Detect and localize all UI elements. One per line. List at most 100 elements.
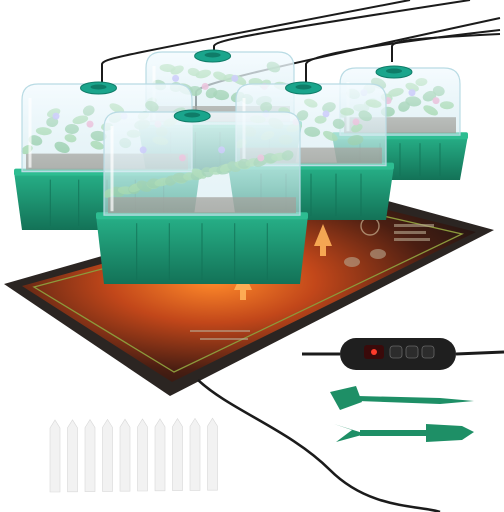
- seedling-leaf: [242, 126, 257, 137]
- seedling-leaf: [169, 81, 182, 93]
- seedling-leaf: [119, 137, 132, 149]
- seedling-leaf: [163, 118, 177, 127]
- seedling-leaf: [172, 174, 187, 184]
- seedling-leaf: [134, 119, 150, 130]
- seedling-leaf: [255, 95, 272, 107]
- fork-handle: [360, 430, 430, 436]
- seedling-tray: [138, 49, 302, 172]
- plant-label: [102, 418, 113, 492]
- seedling-leaf: [249, 115, 266, 124]
- seedling-leaf: [245, 158, 260, 167]
- mat-text-block: [394, 238, 430, 241]
- mat-text-block: [190, 330, 250, 332]
- seedling-leaf: [235, 139, 247, 149]
- grow-light-glow: [172, 74, 180, 82]
- seedling-leaf: [117, 186, 134, 195]
- mat-plant-mark: [370, 249, 386, 259]
- seedling-leaf: [380, 93, 393, 102]
- grow-light-glow: [432, 97, 440, 105]
- controller-button-up[interactable]: [405, 345, 419, 359]
- humidity-dome: [145, 51, 295, 125]
- seedling-leaf: [371, 77, 387, 90]
- seedling-tray: [14, 81, 200, 230]
- vent-cap-center: [90, 84, 107, 90]
- seedling-leaf: [191, 168, 207, 179]
- grow-light-glow: [260, 82, 268, 90]
- soil: [344, 117, 456, 134]
- seedling-leaf: [152, 136, 169, 145]
- shovel-head: [426, 424, 474, 442]
- seedling-leaf: [183, 172, 196, 181]
- vent-cap-center: [386, 68, 402, 74]
- grow-light-glow: [384, 97, 392, 105]
- seedling-leaf: [263, 155, 276, 164]
- seedling-leaf: [358, 110, 372, 122]
- seedling-leaf: [137, 111, 150, 120]
- seedling-leaf: [110, 186, 125, 198]
- grow-light-glow: [178, 154, 186, 162]
- seedling-leaf: [278, 134, 293, 145]
- seedling-leaf: [363, 83, 376, 94]
- plant-label: [119, 418, 131, 492]
- seedling-leaf: [201, 167, 214, 178]
- grow-light-glow: [360, 89, 368, 97]
- seedling-leaf: [54, 141, 70, 154]
- seedling-leaf: [145, 97, 157, 107]
- seedling-leaf: [286, 123, 302, 132]
- seedling-leaf: [64, 123, 79, 135]
- seedling-leaf: [64, 134, 77, 143]
- grow-light-glow: [322, 110, 330, 118]
- seedling-leaf: [260, 101, 273, 113]
- seedling-leaf: [241, 93, 254, 105]
- mat-print-marks: [190, 216, 434, 340]
- vent-cap-center: [295, 84, 312, 90]
- mat-text-block: [394, 231, 426, 234]
- seedling-leaf: [159, 63, 176, 73]
- plant-label: [84, 419, 96, 492]
- plant-label: [67, 419, 78, 493]
- seedling-leaf: [253, 155, 269, 167]
- seedling-leaf: [260, 131, 275, 141]
- seedling-leaf: [187, 67, 200, 77]
- seedling-leaf: [281, 150, 294, 161]
- seedling-leaf: [146, 180, 159, 189]
- plant-label: [189, 417, 201, 491]
- tray-rim: [14, 168, 200, 176]
- seedling-leaf: [108, 112, 123, 123]
- seedling-leaf: [268, 117, 284, 130]
- seedling-leaf: [47, 108, 61, 118]
- grow-light-glow: [86, 120, 94, 128]
- fork-shovel-tool: [334, 424, 474, 442]
- seedling-leaf: [216, 164, 233, 175]
- seedling-leaf: [230, 91, 245, 103]
- seedling-leaf: [271, 152, 288, 161]
- seedling-leaf: [388, 88, 404, 97]
- soil: [26, 153, 188, 170]
- seedling-leaf: [208, 166, 223, 175]
- controller-button-mode[interactable]: [389, 345, 403, 359]
- vent-cap-icon: [285, 81, 322, 95]
- seedling-leaf: [273, 81, 290, 91]
- vent-cap-icon: [375, 65, 413, 79]
- plant-label: [172, 418, 183, 491]
- seedling-leaf: [46, 116, 59, 128]
- seedling-leaf: [227, 161, 241, 172]
- seedling-leaf: [278, 107, 291, 116]
- seedling-leaf: [432, 85, 445, 97]
- controller-button-down[interactable]: [421, 345, 435, 359]
- seedling-leaf: [339, 108, 351, 118]
- seedling-leaf: [365, 99, 382, 108]
- vent-cap-center: [204, 52, 221, 58]
- scoop-tool: [330, 386, 474, 410]
- tray-base: [14, 171, 200, 230]
- grow-light-glow: [218, 146, 226, 154]
- seedling-leaf: [190, 169, 205, 181]
- wire: [101, 0, 411, 82]
- seedling-leaf: [145, 100, 159, 112]
- heat-arrow-icon: [234, 270, 252, 300]
- seedling-leaf: [155, 126, 168, 137]
- seedling-leaf: [219, 163, 232, 173]
- humidity-dome: [235, 83, 387, 167]
- seedling-leaf: [126, 129, 141, 138]
- seedling-leaf: [380, 106, 395, 117]
